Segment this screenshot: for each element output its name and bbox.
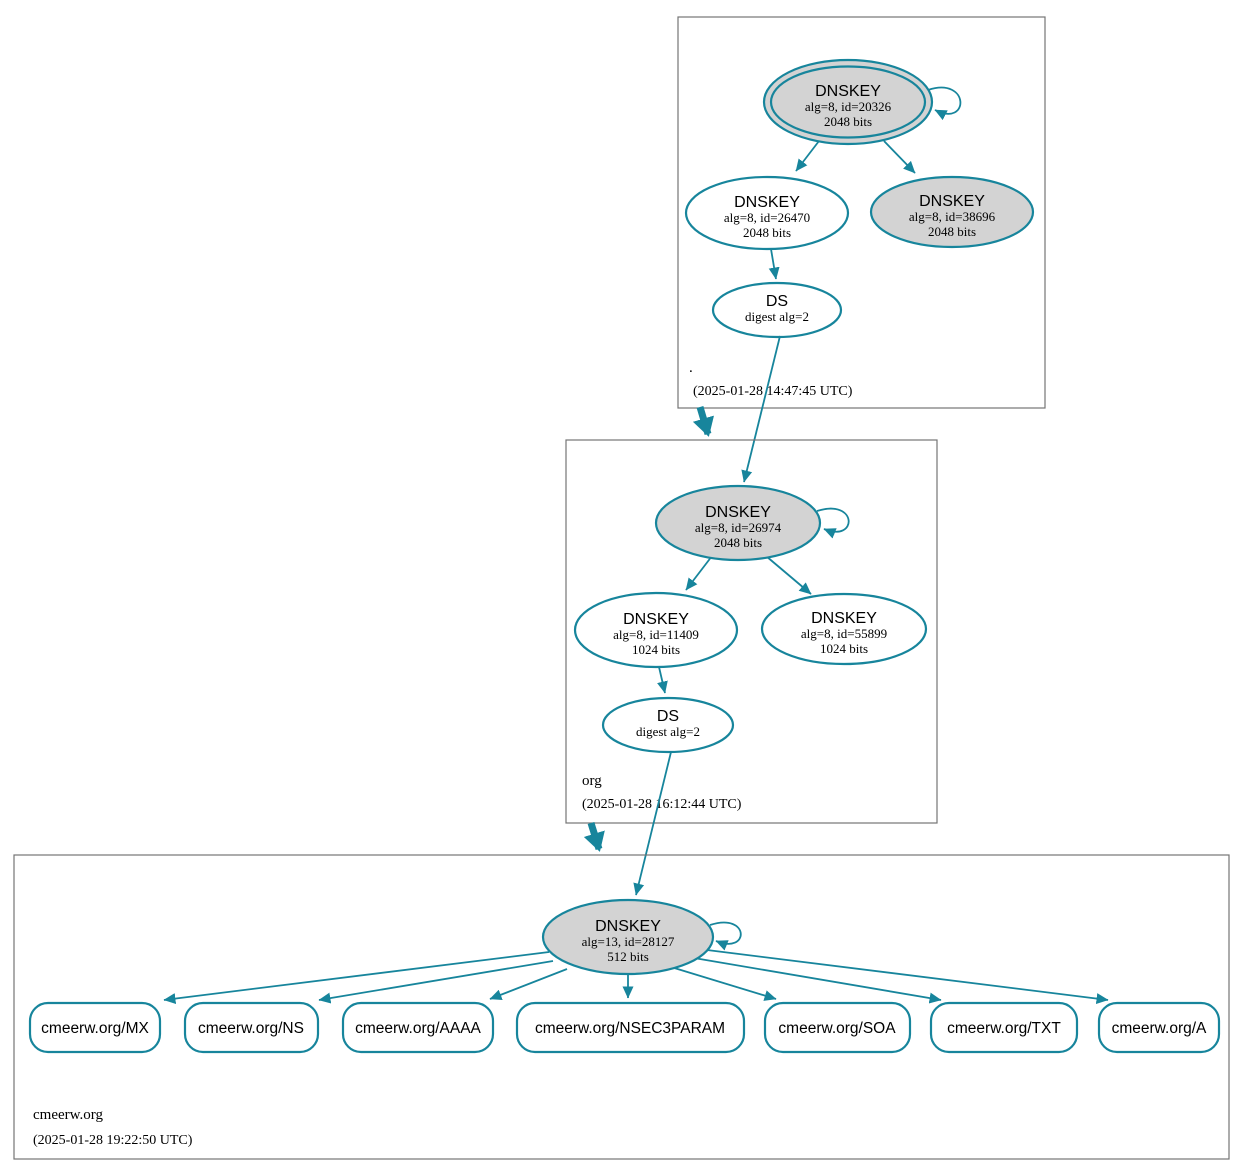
zone-cmeerw-timestamp: (2025-01-28 19:22:50 UTC)	[33, 1133, 193, 1148]
edge-key-to-txt	[693, 957, 942, 1004]
edge-key-to-ns	[318, 960, 554, 1004]
edge-root-ksk-selfsign	[927, 86, 962, 121]
edge-cmeerw-key-selfsign	[709, 921, 742, 951]
node-dnskey-26470[interactable]: DNSKEY alg=8, id=26470 2048 bits	[684, 175, 850, 251]
node-title: DNSKEY	[734, 194, 800, 211]
zone-root-label: .	[689, 360, 693, 376]
zone-root-timestamp: (2025-01-28 14:47:45 UTC)	[693, 384, 853, 399]
node-bits: 2048 bits	[743, 225, 791, 240]
node-title: DNSKEY	[623, 611, 689, 628]
node-bits: 1024 bits	[632, 642, 680, 657]
node-title: DS	[766, 293, 788, 310]
node-title: DS	[657, 708, 679, 725]
node-root-ds[interactable]: DS digest alg=2	[711, 281, 843, 339]
edge-delegation-org-cmeerw	[583, 821, 605, 852]
rrset-label: cmeerw.org/A	[1112, 1020, 1207, 1037]
zone-root: DNSKEY alg=8, id=20326 2048 bits DNSKEY …	[677, 16, 1046, 409]
node-detail: alg=8, id=20326	[805, 99, 892, 114]
zone-cmeerw-label: cmeerw.org	[33, 1107, 103, 1123]
node-title: DNSKEY	[919, 193, 985, 210]
edge-root-ksk-to-key38696	[883, 140, 916, 174]
node-detail: alg=8, id=26974	[695, 520, 782, 535]
node-detail: digest alg=2	[636, 724, 700, 739]
zone-cmeerw-box	[13, 854, 1230, 1160]
node-bits: 2048 bits	[824, 114, 872, 129]
rrset-label: cmeerw.org/MX	[41, 1020, 149, 1037]
rrset-label: cmeerw.org/NS	[198, 1020, 304, 1037]
node-title: DNSKEY	[705, 504, 771, 521]
node-detail: alg=13, id=28127	[582, 934, 675, 949]
node-dnskey-26974[interactable]: DNSKEY alg=8, id=26974 2048 bits	[654, 484, 822, 562]
edge-org-ksk-to-zsk1	[685, 555, 713, 591]
rrset-label: cmeerw.org/SOA	[778, 1020, 896, 1037]
edge-org-zsk-to-ds	[657, 666, 668, 694]
node-bits: 512 bits	[607, 949, 649, 964]
edge-key-to-mx	[163, 951, 550, 1005]
node-org-ds[interactable]: DS digest alg=2	[601, 696, 735, 754]
zone-org: DNSKEY alg=8, id=26974 2048 bits DNSKEY …	[565, 439, 938, 824]
node-bits: 2048 bits	[928, 224, 976, 239]
edge-delegation-root-org	[692, 406, 715, 437]
node-dnskey-28127[interactable]: DNSKEY alg=13, id=28127 512 bits	[541, 898, 715, 976]
edge-key-to-a	[706, 949, 1109, 1005]
rrset-label: cmeerw.org/AAAA	[355, 1020, 481, 1037]
edge-root-ds-to-org-ksk	[741, 335, 781, 483]
node-dnskey-55899[interactable]: DNSKEY alg=8, id=55899 1024 bits	[760, 592, 928, 666]
node-detail: alg=8, id=26470	[724, 210, 810, 225]
node-dnskey-38696[interactable]: DNSKEY alg=8, id=38696 2048 bits	[869, 175, 1035, 249]
rrset-cmeerw-org-soa[interactable]: cmeerw.org/SOA	[763, 1001, 912, 1054]
rrset-cmeerw-org-txt[interactable]: cmeerw.org/TXT	[929, 1001, 1079, 1054]
edge-org-ds-to-cmeerw-key	[633, 751, 672, 896]
edge-org-ksk-to-zsk2	[765, 555, 812, 595]
edge-key-to-soa	[670, 966, 777, 1001]
node-bits: 1024 bits	[820, 641, 868, 656]
zone-org-label: org	[582, 773, 602, 789]
zone-org-timestamp: (2025-01-28 16:12:44 UTC)	[582, 797, 742, 812]
zone-root-box	[677, 16, 1046, 409]
node-title: DNSKEY	[595, 918, 661, 935]
node-bits: 2048 bits	[714, 535, 762, 550]
node-dnskey-20326[interactable]: DNSKEY alg=8, id=20326 2048 bits	[762, 58, 934, 146]
node-dnskey-11409[interactable]: DNSKEY alg=8, id=11409 1024 bits	[573, 591, 739, 669]
node-detail: alg=8, id=38696	[909, 209, 996, 224]
rrset-cmeerw-org-ns[interactable]: cmeerw.org/NS	[183, 1001, 320, 1054]
rrset-cmeerw-org-aaaa[interactable]: cmeerw.org/AAAA	[341, 1001, 495, 1054]
rrset-cmeerw-org-a[interactable]: cmeerw.org/A	[1097, 1001, 1221, 1054]
rrset-cmeerw-org-nsec3param[interactable]: cmeerw.org/NSEC3PARAM	[515, 1001, 746, 1054]
node-detail: alg=8, id=11409	[613, 627, 699, 642]
zone-cmeerw-org: DNSKEY alg=13, id=28127 512 bits cmeerw.…	[13, 854, 1230, 1160]
rrset-cmeerw-org-mx[interactable]: cmeerw.org/MX	[28, 1001, 162, 1054]
node-detail: alg=8, id=55899	[801, 626, 887, 641]
node-detail: digest alg=2	[745, 309, 809, 324]
rrset-label: cmeerw.org/NSEC3PARAM	[535, 1020, 725, 1037]
edge-key-to-aaaa	[489, 968, 568, 1000]
zone-org-box	[565, 439, 938, 824]
node-title: DNSKEY	[811, 610, 877, 627]
rrset-label: cmeerw.org/TXT	[947, 1020, 1061, 1037]
edge-root-ksk-to-zsk	[795, 140, 820, 172]
edge-org-ksk-selfsign	[816, 507, 850, 539]
edge-root-zsk-to-ds	[768, 248, 780, 280]
node-title: DNSKEY	[815, 83, 881, 100]
